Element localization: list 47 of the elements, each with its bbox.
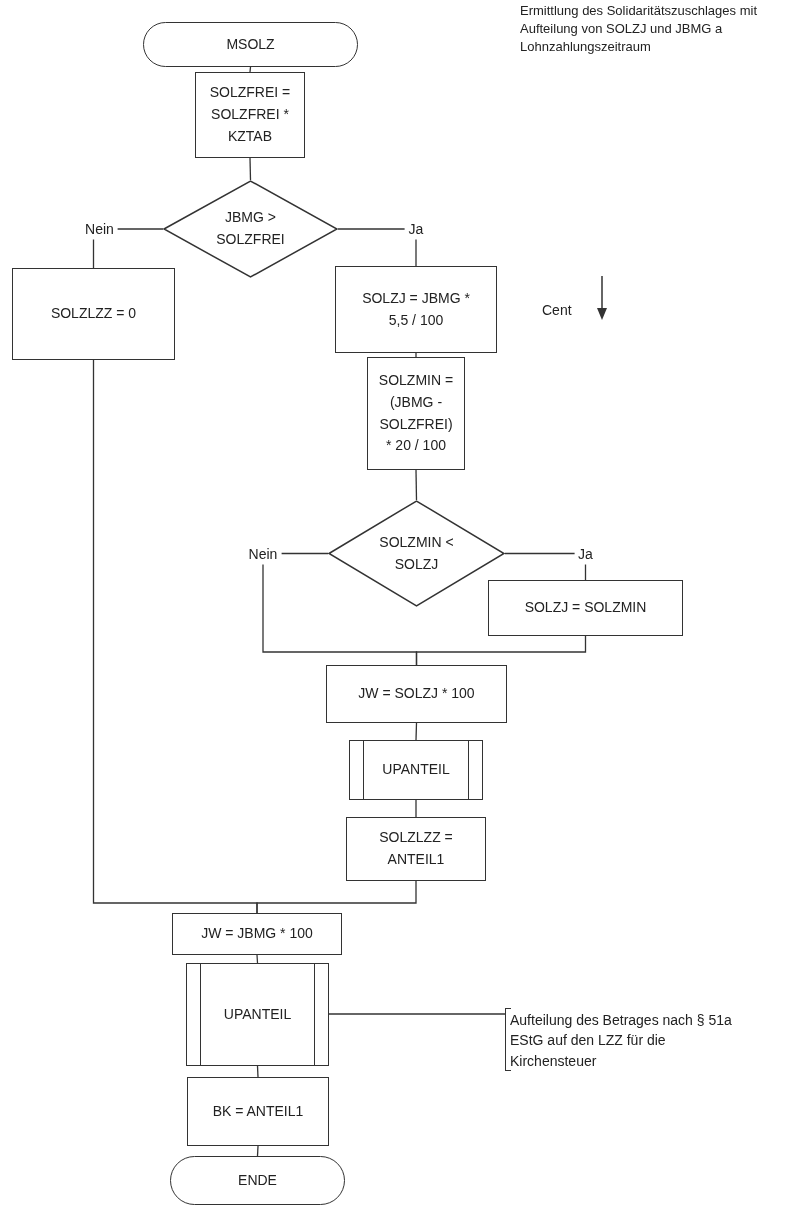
node-text: BK = ANTEIL1 bbox=[212, 1101, 304, 1121]
annotation: Aufteilung des Betrages nach § 51a EStG auf den LZZ für die Kirchensteuer bbox=[505, 1008, 755, 1071]
node-text: ENDE bbox=[238, 1170, 277, 1190]
connector-line bbox=[504, 552, 587, 581]
terminal-shape bbox=[143, 22, 358, 67]
node-text: JW = SOLZJ * 100 bbox=[358, 684, 475, 704]
connector-line bbox=[415, 469, 418, 501]
node-text: SOLZJ = SOLZMIN bbox=[524, 598, 647, 618]
connector-line bbox=[249, 66, 252, 73]
connector-line bbox=[415, 722, 418, 741]
terminal-shape bbox=[170, 1156, 345, 1205]
process-box bbox=[187, 1077, 329, 1146]
subroutine-box bbox=[349, 740, 483, 800]
connector-line bbox=[92, 359, 258, 914]
subroutine-box bbox=[186, 963, 329, 1066]
heading-note: Ermittlung des Solidaritätszuschlages mit Aufteilung von SOLZJ und JBMG a Lohnzahlungszeitraum bbox=[520, 2, 758, 57]
connector-line bbox=[249, 157, 252, 181]
connector-line bbox=[256, 1145, 259, 1157]
connector-line bbox=[328, 1013, 506, 1015]
process-box bbox=[12, 268, 175, 360]
process-box bbox=[488, 580, 683, 636]
decision-diamond bbox=[328, 500, 505, 607]
process-box bbox=[172, 913, 342, 955]
node-text: SOLZFREI = SOLZFREI * KZTAB bbox=[208, 83, 292, 146]
node-text: SOLZLZZ = ANTEIL1 bbox=[378, 828, 454, 869]
node-text: SOLZJ = JBMG * 5,5 / 100 bbox=[361, 288, 471, 330]
process-box bbox=[195, 72, 305, 158]
process-box bbox=[326, 665, 507, 723]
node-text: MSOLZ bbox=[226, 34, 275, 54]
node-text: SOLZMIN < SOLZJ bbox=[378, 532, 455, 574]
connector-line bbox=[256, 954, 259, 964]
connector-line bbox=[337, 228, 417, 267]
node-text: JBMG > SOLZFREI bbox=[215, 208, 286, 249]
node-text: UPANTEIL bbox=[382, 760, 450, 780]
node-text: SOLZLZZ = 0 bbox=[50, 304, 137, 324]
connector-line bbox=[415, 799, 417, 818]
node-text: SOLZMIN = (JBMG - SOLZFREI) * 20 / 100 bbox=[377, 371, 455, 456]
connector-line bbox=[415, 352, 417, 358]
node-text: UPANTEIL bbox=[223, 1004, 292, 1024]
connector-line bbox=[256, 1065, 259, 1078]
connector-line bbox=[415, 635, 587, 666]
process-box bbox=[346, 817, 486, 881]
process-box bbox=[335, 266, 497, 353]
decision-diamond bbox=[163, 180, 338, 278]
unit-label: Cent bbox=[542, 301, 572, 320]
process-box bbox=[367, 357, 465, 470]
node-text: JW = JBMG * 100 bbox=[201, 924, 313, 944]
